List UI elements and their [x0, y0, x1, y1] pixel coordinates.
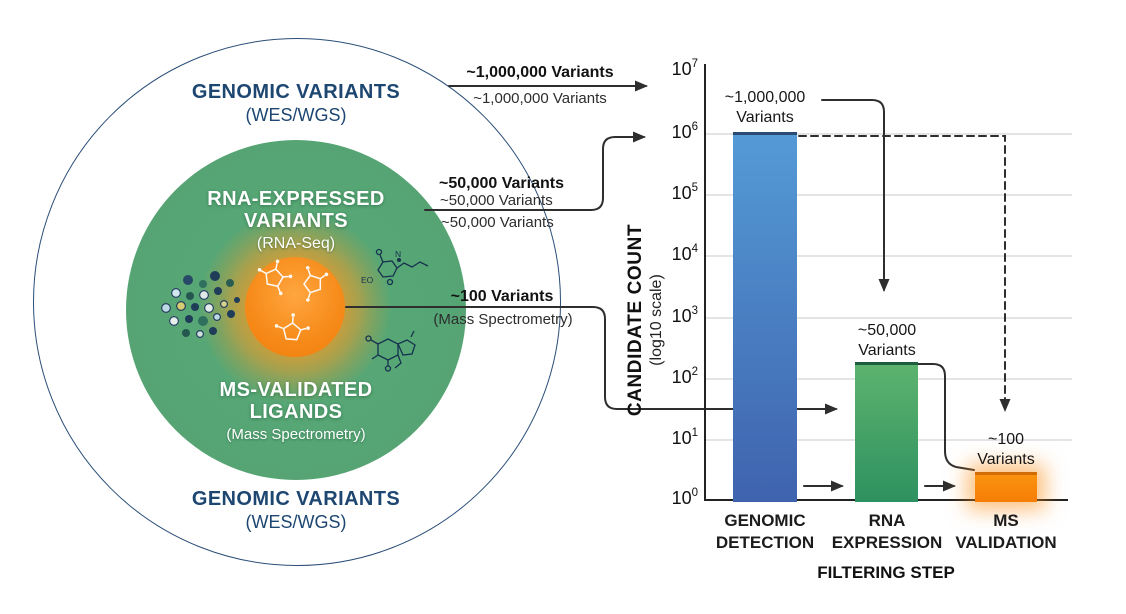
y-axis-subtitle-text: (log10 scale): [648, 274, 665, 366]
venn-top-label: GENOMIC VARIANTS (WES/WGS): [126, 81, 466, 126]
ytick-1e7: 107: [671, 58, 698, 79]
bar-genomic-detection: [733, 131, 797, 503]
bar-ms-validation: [975, 472, 1037, 503]
y-axis-title: CANDIDATE COUNT (log10 scale): [625, 168, 671, 472]
annotation-rna-below-line: ~50,000 Variants: [441, 214, 554, 231]
venn-bottom-title: GENOMIC VARIANTS: [191, 488, 401, 510]
ytick-1e6: 106: [671, 121, 698, 142]
annotation-genomic-bold: ~1,000,000 Variants: [466, 64, 614, 81]
annotation-genomic-regular: ~1,000,000 Variants: [473, 90, 607, 107]
venn-ms-line1: MS-VALIDATED: [219, 379, 373, 401]
ytick-1e4: 104: [671, 243, 698, 264]
venn-top-subtitle: (WES/WGS): [245, 105, 347, 125]
y-axis-title-text: CANDIDATE COUNT: [625, 223, 646, 417]
x-axis-title: FILTERING STEP: [817, 563, 955, 582]
annotation-ms-bold: ~100 Variants: [450, 288, 554, 305]
annotation-ms-regular: (Mass Spectrometry): [433, 311, 573, 328]
venn-rna-line1: RNA-EXPRESSED: [207, 188, 385, 210]
gridline-1e6: [706, 133, 1072, 135]
ytick-1e0: 100: [671, 487, 698, 508]
venn-bottom-subtitle: (WES/WGS): [245, 512, 347, 532]
ms-validated-circle: [245, 257, 345, 357]
venn-bottom-label: GENOMIC VARIANTS (WES/WGS): [126, 488, 466, 533]
venn-rna-subtitle: (RNA-Seq): [256, 235, 336, 252]
y-axis-line: [704, 64, 707, 500]
annotation-rna-regular: ~50,000 Variants: [440, 192, 553, 209]
ytick-1e1: 101: [671, 427, 698, 448]
ytick-1e5: 105: [671, 182, 698, 203]
venn-rna-line2: VARIANTS: [244, 210, 348, 232]
venn-top-title: GENOMIC VARIANTS: [191, 81, 401, 103]
venn-ms-subtitle: (Mass Spectrometry): [226, 426, 366, 443]
annotation-rna-bold: ~50,000 Variants: [439, 175, 564, 192]
venn-ms-label: MS-VALIDATED LIGANDS (Mass Spectrometry): [146, 379, 446, 443]
bar-rna-expression: [855, 362, 918, 503]
venn-ms-line2: LIGANDS: [249, 401, 343, 423]
venn-rna-label: RNA-EXPRESSED VARIANTS (RNA-Seq): [146, 188, 446, 253]
